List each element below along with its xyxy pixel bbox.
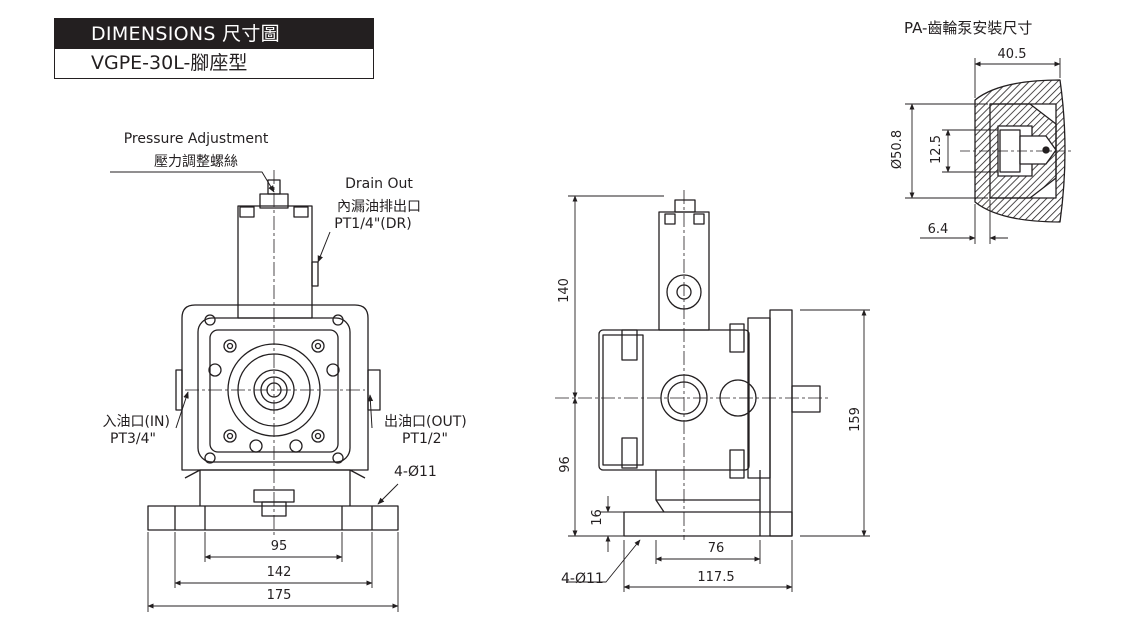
side-mount-holes-label: 4-Ø11 — [561, 571, 604, 587]
drain-out-label-zh: 內漏油排出口 — [337, 199, 421, 215]
title-block: DIMENSIONS 尺寸圖 VGPE-30L-腳座型 — [54, 18, 374, 79]
side-dimension-lines — [566, 195, 870, 592]
front-dimension-lines — [147, 532, 399, 612]
drain-out-label-en: Drain Out — [345, 176, 413, 192]
front-base-plate — [147, 505, 399, 531]
side-shaft — [791, 385, 821, 413]
front-mount-holes-label: 4-Ø11 — [394, 464, 437, 480]
dim-12-5: 12.5 — [928, 135, 944, 164]
pa-detail-view — [960, 79, 1072, 223]
dim-140: 140 — [556, 278, 572, 303]
dim-50-8: Ø50.8 — [890, 129, 906, 170]
front-view — [147, 170, 399, 535]
front-housing — [181, 304, 369, 471]
title-heading: DIMENSIONS 尺寸圖 — [55, 19, 373, 49]
outlet-label: 出油口(OUT) — [384, 414, 467, 430]
pressure-adjustment-label-en: Pressure Adjustment — [123, 131, 269, 147]
inlet-label: 入油口(IN) — [102, 414, 170, 430]
drain-port — [311, 261, 319, 287]
dim-16: 16 — [589, 509, 605, 526]
pa-dimension-lines — [905, 58, 1061, 244]
front-bolts — [204, 314, 344, 464]
side-pump-body — [598, 329, 750, 471]
dim-175: 175 — [266, 588, 292, 603]
dim-40-5: 40.5 — [997, 47, 1027, 62]
front-valve-body — [237, 205, 313, 319]
front-support — [199, 469, 351, 506]
dim-95: 95 — [270, 539, 288, 554]
dim-159: 159 — [847, 407, 863, 432]
pa-title: PA-齒輪泵安裝尺寸 — [904, 19, 1033, 37]
dim-96: 96 — [557, 456, 573, 473]
side-base-plate — [623, 511, 793, 537]
model-name: VGPE-30L-腳座型 — [91, 52, 248, 74]
side-flange — [769, 309, 793, 537]
drain-out-spec: PT1/4"(DR) — [334, 216, 412, 232]
side-view — [555, 190, 830, 540]
front-leaders — [110, 171, 399, 505]
dim-117-5: 117.5 — [697, 570, 735, 585]
dim-76: 76 — [707, 541, 725, 556]
front-outlet-port — [367, 369, 381, 411]
dim-6-4: 6.4 — [927, 222, 949, 237]
pressure-adjustment-label-zh: 壓力調整螺絲 — [154, 154, 238, 170]
dim-142: 142 — [266, 565, 292, 580]
front-inlet-port — [175, 369, 183, 411]
inlet-spec: PT3/4" — [110, 431, 156, 447]
outlet-spec: PT1/2" — [402, 431, 448, 447]
